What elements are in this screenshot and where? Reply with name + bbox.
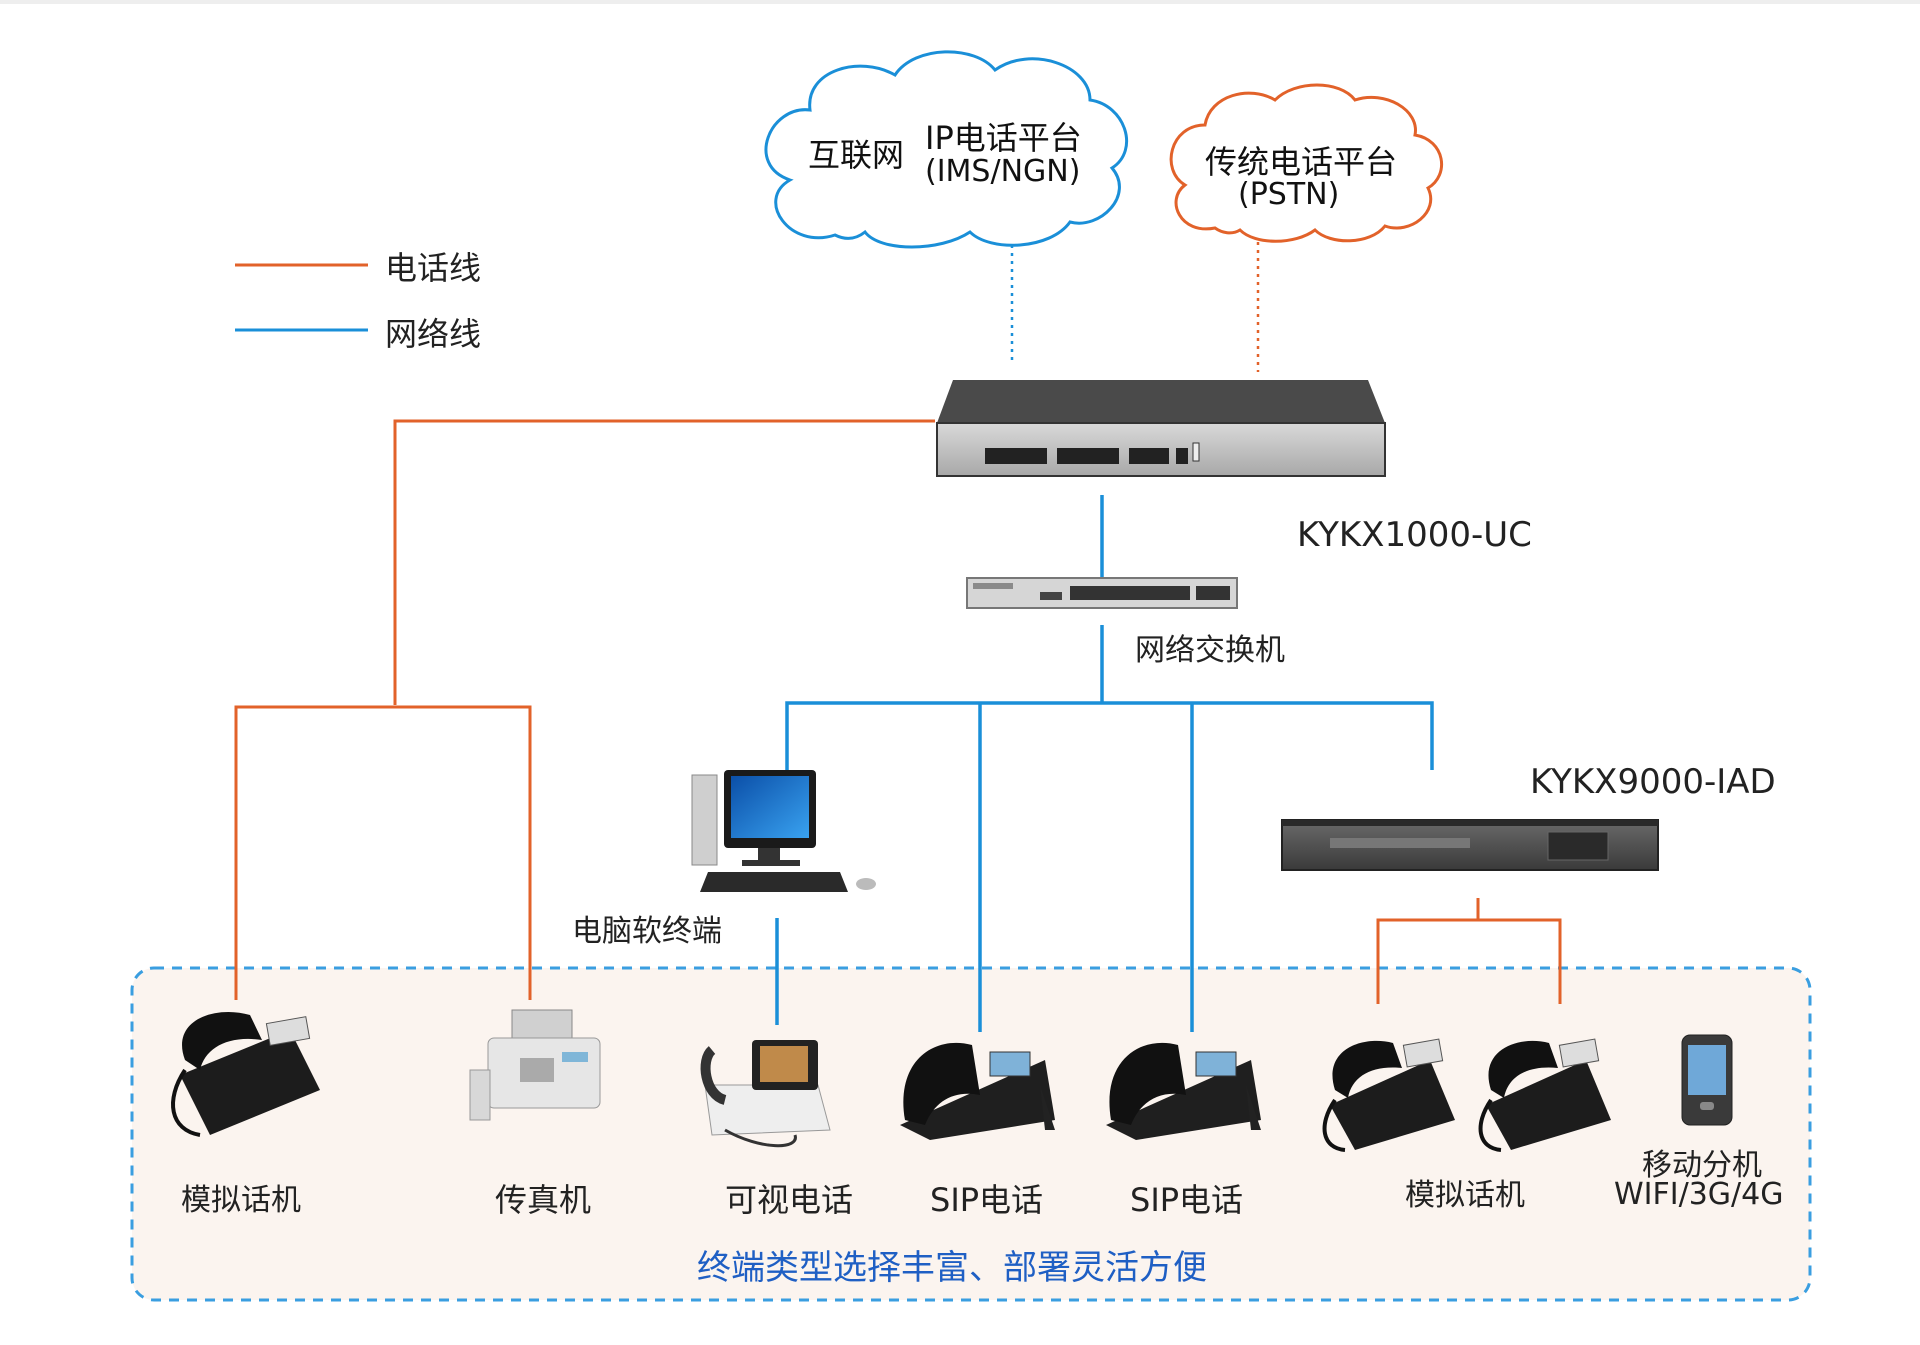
sip-phone-1: [900, 1042, 1055, 1140]
fax-machine: [469, 1009, 601, 1121]
internet-cloud-left-label: 互联网: [808, 136, 905, 174]
fax-label: 传真机: [495, 1181, 592, 1219]
pc-soft-client: [691, 770, 876, 892]
panel-caption: 终端类型选择丰富、部署灵活方便: [697, 1248, 1207, 1288]
internet-cloud-sub: (IMS/NGN): [925, 154, 1081, 189]
pstn-cloud-sub: (PSTN): [1238, 177, 1340, 212]
pstn-cloud: [1169, 83, 1444, 243]
phone-lines-left: [234, 419, 935, 1000]
internet-cloud: [764, 50, 1129, 249]
sip-phone-1-label: SIP电话: [930, 1181, 1044, 1219]
network-lines: [775, 495, 1434, 1032]
pstn-cloud-title: 传统电话平台: [1205, 143, 1398, 181]
phone-lines-iad: [1376, 898, 1562, 1004]
sip-phone-2-label: SIP电话: [1130, 1181, 1244, 1219]
internet-cloud-title: IP电话平台: [925, 119, 1082, 157]
analog-phone-1-label: 模拟话机: [181, 1183, 301, 1218]
legend-phone-line-label: 电话线: [385, 249, 482, 287]
mobile-label-line1: 移动分机: [1642, 1148, 1762, 1183]
analog-phone-3: [1478, 1038, 1611, 1152]
uc-server-device: [936, 380, 1386, 477]
switch-device-label: 网络交换机: [1135, 633, 1285, 668]
iad-device-label: KYKX9000-IAD: [1530, 762, 1776, 802]
mobile-label-line2: WIFI/3G/4G: [1614, 1177, 1784, 1212]
iad-device: [1281, 819, 1659, 871]
analog-phone-2-label: 模拟话机: [1405, 1178, 1525, 1213]
mobile-handset: [1681, 1034, 1733, 1126]
legend-network-line-label: 网络线: [385, 315, 482, 353]
video-phone: [700, 1040, 831, 1148]
analog-phone-2: [1322, 1038, 1455, 1152]
uc-device-label: KYKX1000-UC: [1297, 515, 1532, 555]
sip-phone-2: [1106, 1042, 1261, 1140]
network-switch-device: [966, 577, 1238, 609]
analog-phone-1: [171, 1012, 320, 1137]
top-edge: [0, 0, 1920, 4]
video-phone-label: 可视电话: [725, 1181, 854, 1219]
pc-client-label: 电脑软终端: [572, 914, 722, 949]
